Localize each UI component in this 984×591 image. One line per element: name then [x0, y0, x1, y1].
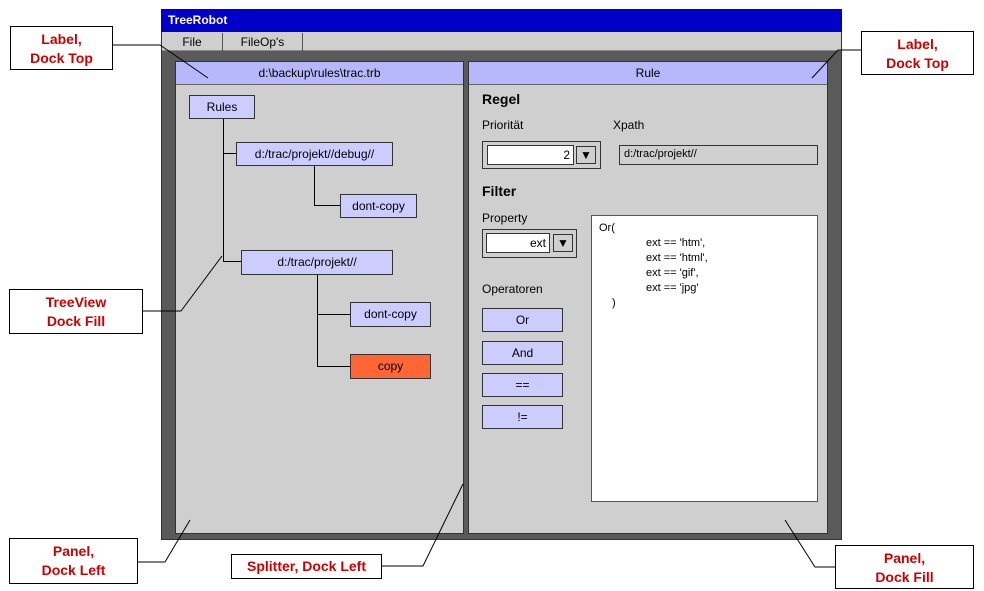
filter-heading: Filter [482, 183, 517, 199]
menu-fileops[interactable]: FileOp's [223, 33, 303, 51]
leader-splitter [382, 483, 464, 567]
leader-panel-fill [784, 519, 835, 568]
callout-line: Dock Top [30, 50, 93, 66]
property-input[interactable]: ext [486, 233, 550, 253]
left-panel-label: d:\backup\rules\trac.trb [176, 62, 463, 85]
tree-node-debug-path[interactable]: d:/trac/projekt//debug// [236, 142, 393, 166]
callout-line: Dock Top [886, 55, 949, 71]
leader-treeview [143, 255, 223, 312]
tree-line [223, 153, 236, 154]
leader-panel-left [138, 519, 191, 563]
tree-line [223, 118, 224, 261]
leader-label-top-right [811, 49, 861, 79]
chevron-down-icon[interactable]: ▼ [576, 146, 596, 164]
tree-node-rules[interactable]: Rules [189, 95, 255, 119]
callout-line: Dock Fill [875, 569, 934, 585]
callout-line: Label, [41, 31, 82, 47]
menu-bar [162, 32, 841, 51]
regel-heading: Regel [482, 91, 521, 107]
tree-node-dont-copy[interactable]: dont-copy [340, 194, 417, 218]
tree-line [314, 165, 315, 206]
callout-line: Panel, [52, 543, 95, 559]
callout-panel-dock-left: Panel, Dock Left [9, 538, 138, 584]
callout-line: Dock Fill [46, 313, 106, 329]
callout-line: Label, [897, 36, 938, 52]
operator-and-button[interactable]: And [482, 341, 563, 365]
chevron-down-icon[interactable]: ▼ [553, 234, 573, 252]
leader-label-top-left [113, 44, 209, 79]
operator-or-button[interactable]: Or [482, 308, 563, 332]
expression-line: Or( [599, 222, 615, 234]
expression-line: ext == 'html', [646, 252, 708, 264]
callout-splitter-dock-left: Splitter, Dock Left [231, 554, 382, 579]
window-title: TreeRobot [161, 9, 842, 32]
tree-line [317, 274, 318, 367]
prioritaet-input[interactable]: 2 [487, 145, 574, 165]
tree-node-dont-copy[interactable]: dont-copy [350, 302, 431, 327]
splitter[interactable] [464, 61, 468, 534]
operator-not-equals-button[interactable]: != [482, 405, 563, 429]
property-label: Property [482, 211, 528, 225]
callout-line: Dock Left [41, 562, 106, 578]
tree-line [314, 205, 340, 206]
xpath-label: Xpath [613, 118, 645, 132]
prioritaet-label: Priorität [482, 118, 524, 132]
operator-equals-button[interactable]: == [482, 373, 563, 397]
filter-expression-editor[interactable]: Or( ext == 'htm', ext == 'html', ext == … [591, 215, 818, 502]
expression-line: ext == 'gif', [646, 267, 699, 279]
callout-label-dock-top-left: Label, Dock Top [10, 26, 113, 70]
menu-file[interactable]: File [162, 33, 223, 51]
callout-label-dock-top-right: Label, Dock Top [861, 31, 974, 75]
expression-line: ) [612, 297, 616, 309]
callout-treeview-dock-fill: TreeView Dock Fill [9, 289, 143, 334]
tree-line [223, 261, 241, 262]
xpath-field[interactable]: d:/trac/projekt// [619, 145, 818, 165]
callout-panel-dock-fill: Panel, Dock Fill [835, 545, 974, 589]
tree-node-projekt-path[interactable]: d:/trac/projekt// [241, 250, 393, 275]
right-panel-label: Rule [469, 62, 827, 85]
callout-line: TreeView [45, 294, 107, 310]
tree-line [317, 366, 350, 367]
expression-line: ext == 'htm', [646, 237, 706, 249]
tree-node-copy-selected[interactable]: copy [350, 354, 431, 379]
callout-line: Panel, [883, 550, 926, 566]
expression-line: ext == 'jpg' [646, 282, 699, 294]
tree-line [317, 314, 350, 315]
operatoren-label: Operatoren [482, 282, 543, 296]
